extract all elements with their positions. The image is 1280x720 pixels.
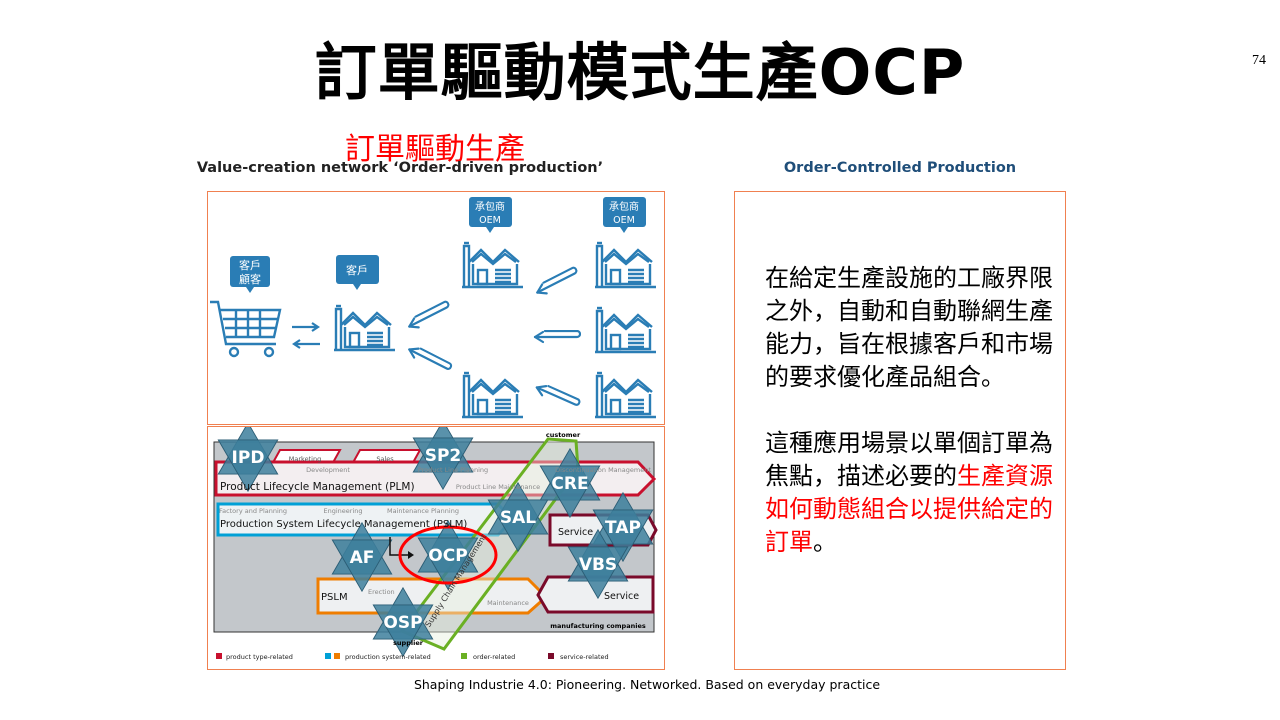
maintenance-planning-label: Maintenance Planning [387,507,459,515]
paragraph-2-text: 這種應用場景以單個訂單為焦點，描述必要的 [765,429,1053,490]
description-frame [734,191,1066,670]
flow-arrows [292,322,320,349]
legend-order: order-related [473,653,515,661]
scenario-star-label: AF [350,548,375,568]
scenario-star-label: VBS [579,555,617,575]
oem-factory-icon [461,371,525,420]
description-text: 在給定生產設施的工廠界限之外，自動和自動聯網生產能力，旨在根據客戶和市場的要求優… [765,262,1055,592]
company-factory-icon [333,304,397,353]
order-band [399,437,580,651]
customer-bubble-line2: 顧客 [239,272,261,286]
service-label-2: Service [604,591,639,602]
page-number: 74 [1252,53,1266,68]
customer-bubble: 客戶 顧客 [230,256,270,293]
supplier-factory-icon [594,306,658,355]
network-diagram: 客戶 顧客 客戶 承包商 OEM 承包商 OEM [210,197,658,420]
customer-label: customer [546,431,581,439]
shopping-cart-icon [210,300,282,358]
pslm-band-label: Production System Lifecycle Management (… [220,519,467,530]
arrow-icon [405,343,454,376]
product-line-planning-label: Product Line Planning [418,466,488,474]
supplier-factory-icon [594,241,658,290]
factory-planning-label: Factory and Planning [219,507,287,515]
legend-service: service-related [560,653,609,661]
network-diagram-frame: 客戶 顧客 客戶 承包商 OEM 承包商 OEM [207,191,665,425]
arrow-icon [533,330,581,344]
scenario-star-label: OSP [383,613,422,633]
pslm-short-label: PSLM [321,592,348,603]
paragraph-2-end: 。 [813,528,837,556]
oem-bubble-2-line1: 承包商 [609,200,639,213]
scenario-star-label: TAP [605,518,641,538]
scenario-star-label: OCP [428,546,467,566]
plm-band-label: Product Lifecycle Management (PLM) [220,481,415,493]
scenario-star-label: IPD [232,448,265,468]
oem-factory-icon [461,241,525,290]
scenario-diagram-frame: customer supplier manufacturing companie… [207,420,665,670]
oem-bubble-1-line2: OEM [479,215,501,226]
manufacturing-companies-label: manufacturing companies [550,622,646,630]
source-footer: Shaping Industrie 4.0: Pioneering. Netwo… [413,677,881,692]
supplier-label: supplier [393,639,424,647]
af-arrowhead [408,551,414,559]
slide-title: 訂單驅動模式生產OCP [314,36,966,109]
oem-bubble-1: 承包商 OEM [469,197,512,233]
company-bubble: 客戶 [336,255,379,290]
discontinuation-label: Discontinuation Management [555,466,651,474]
diagram-subtitle: 訂單驅動生產 [345,132,525,167]
arrow-icon [533,265,581,299]
service-label-1: Service [558,527,593,538]
maintenance-label: Maintenance [487,599,529,607]
legend-production-system: production system-related [345,653,431,661]
company-bubble-text: 客戶 [346,263,368,277]
oem-bubble-2: 承包商 OEM [603,197,646,233]
scenario-star-label: CRE [551,474,588,494]
arrow-icon [533,380,582,412]
description-paragraph-1: 在給定生產設施的工廠界限之外，自動和自動聯網生產能力，旨在根據客戶和市場的要求優… [765,264,1053,391]
marketing-label: Marketing [289,455,321,463]
paragraph-2-highlight: 生產資源如何動態組合以提供給定的訂單 [765,462,1053,556]
product-line-maintenance-label: Product Line Maintenance [456,483,540,491]
left-diagram-caption: Value-creation network ‘Order-driven pro… [196,160,604,176]
erection-label: Erection [368,588,395,596]
development-label: Development [306,466,350,474]
ocp-highlight-ellipse [398,525,498,585]
supplier-factory-icon [594,371,658,420]
af-arrow [389,537,408,556]
scenario-diagram: customer supplier manufacturing companie… [213,420,658,661]
oem-bubble-1-line1: 承包商 [475,200,505,213]
scenario-star-label: SAL [500,508,536,528]
description-paragraph-2: 這種應用場景以單個訂單為焦點，描述必要的生產資源如何動態組合以提供給定的訂單。 [765,427,1055,559]
scenario-star-label: SP2 [425,446,462,466]
right-caption: Order-Controlled Production [783,160,1017,176]
legend-product-type: product type-related [226,653,293,661]
legend: product type-related production system-r… [216,653,609,661]
customer-bubble-line1: 客戶 [239,258,261,272]
sales-label: Sales [376,455,394,463]
engineering-label: Engineering [324,507,363,515]
arrow-icon [405,299,453,333]
oem-bubble-2-line2: OEM [613,215,635,226]
